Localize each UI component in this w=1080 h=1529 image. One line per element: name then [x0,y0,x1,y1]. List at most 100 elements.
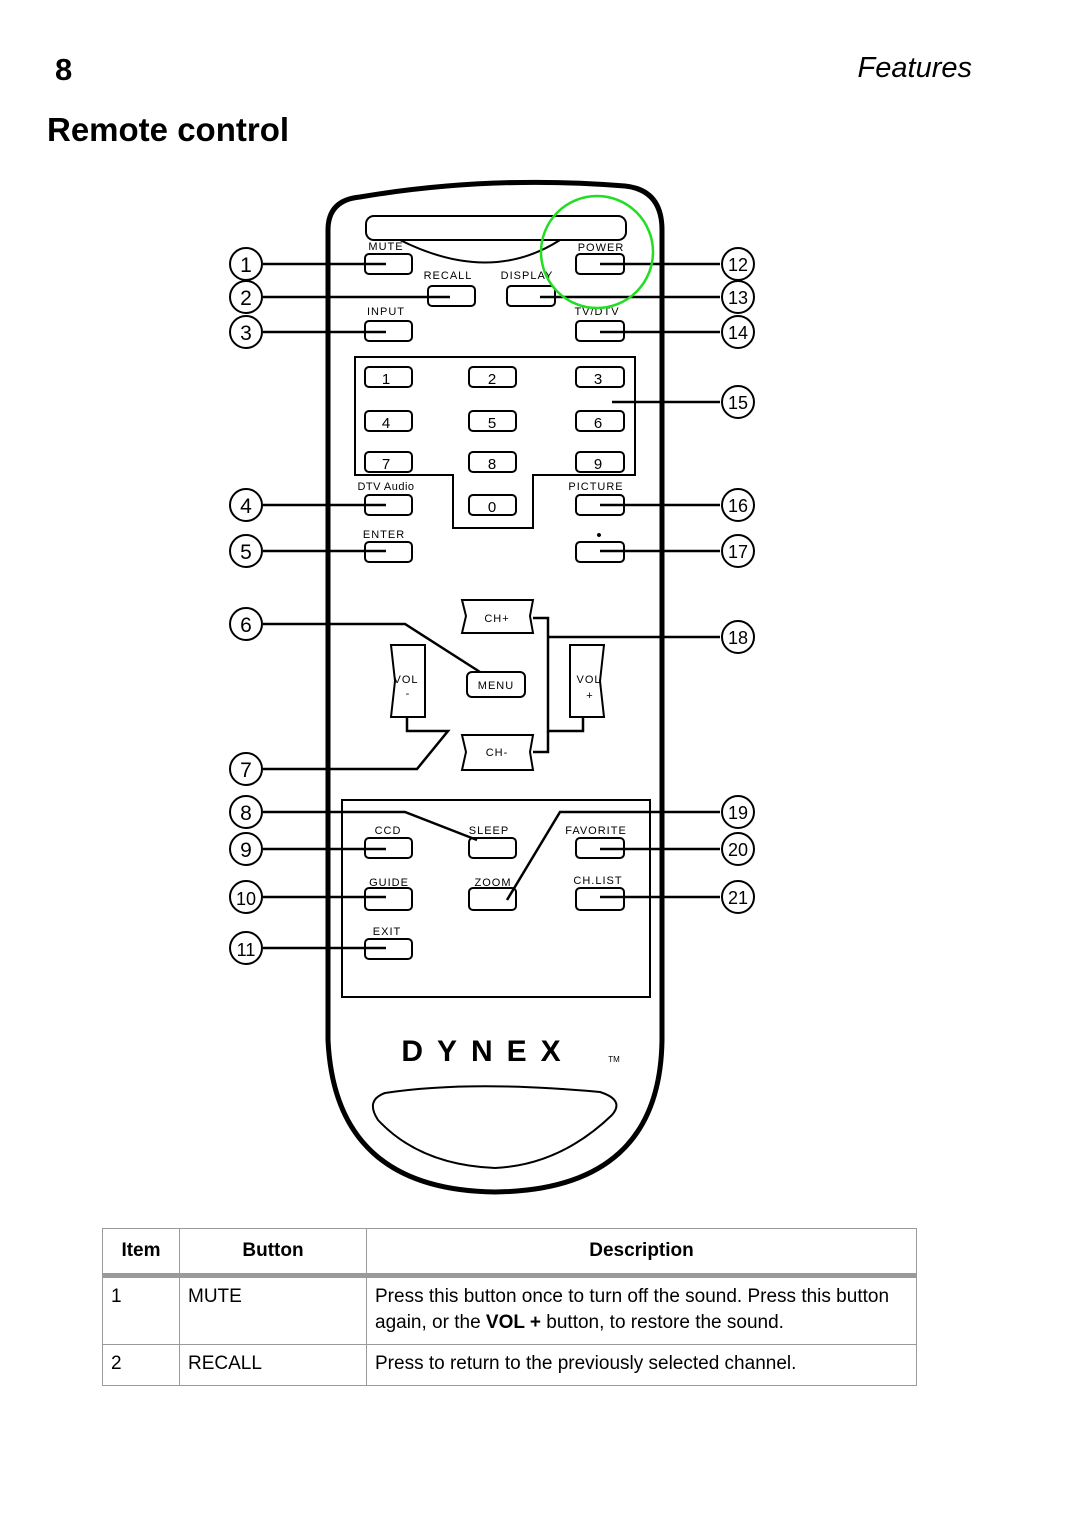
dot-label: • [596,527,601,544]
zoom-label: ZOOM [475,877,512,889]
callout-4: 4 [240,495,252,518]
column-header-button: Button [179,1228,367,1278]
callout-20: 20 [728,840,748,860]
column-header-item: Item [102,1228,180,1278]
digit-8-button[interactable] [468,451,517,473]
vol-plus-label: VOL [576,674,601,686]
digit-9-button[interactable] [575,451,625,473]
recall-label: RECALL [424,270,473,282]
callout-10: 10 [236,889,256,909]
menu-label: MENU [478,680,514,692]
callout-16: 16 [728,496,748,516]
digit-6-label: 6 [594,415,602,432]
ch-minus-label: CH- [486,747,509,759]
callout-5: 5 [240,541,252,564]
table-header-row: Item Button Description [102,1228,917,1278]
callout-9: 9 [240,839,252,862]
callout-11: 11 [237,940,256,960]
digit-4-button[interactable] [364,410,413,432]
zoom-button[interactable] [468,887,517,911]
callout-15: 15 [728,393,748,413]
item-cell: 2 [102,1344,180,1386]
keypad-frame [354,356,636,529]
guide-label: GUIDE [369,877,409,889]
ch-plus-button[interactable] [460,599,535,634]
favorite-label: FAVORITE [565,825,627,837]
description-text: Press this button once to turn off the s… [375,1286,890,1333]
ccd-label: CCD [375,825,402,837]
sleep-button[interactable] [468,837,517,859]
ch-list-label: CH.LIST [573,875,622,887]
callout-21: 21 [728,888,748,908]
ir-window [365,215,627,241]
tv-dtv-label: TV/DTV [574,306,619,318]
callout-12: 12 [728,255,748,275]
digit-3-button[interactable] [575,366,625,388]
display-label: DISPLAY [501,270,554,282]
button-description-table: Item Button Description 1 MUTE Press thi… [102,1228,917,1386]
bottom-panel [341,799,651,998]
digit-9-label: 9 [594,456,602,473]
enter-label: ENTER [363,529,405,541]
mute-label: MUTE [368,241,403,253]
digit-3-label: 3 [594,371,602,388]
vol-minus-label: VOL [393,674,418,686]
button-cell: RECALL [179,1344,367,1386]
remote-body [325,179,665,1195]
page-title: Remote control [47,111,290,148]
highlight-circle [539,194,655,310]
trademark-mark: TM [608,1055,620,1064]
callout-6: 6 [240,614,252,637]
vol-plus-button[interactable] [569,644,606,718]
power-label: POWER [578,242,625,254]
callout-3: 3 [240,322,252,345]
vol-plus-sign: + [586,690,593,702]
digit-7-button[interactable] [364,451,413,473]
callout-17: 17 [728,542,748,562]
description-bold: VOL + [485,1312,542,1333]
digit-0-button[interactable] [468,494,517,516]
remote-control-diagram: MUTE POWER RECALL DISPLAY INPUT TV/DTV 1… [229,179,755,1195]
vol-minus-sign: - [406,688,411,700]
digit-0-label: 0 [488,499,496,516]
section-title: Features [857,52,972,84]
ch-list-button[interactable] [575,887,625,911]
callout-13: 13 [728,288,748,308]
column-header-description: Description [366,1228,917,1278]
digit-5-button[interactable] [468,410,517,432]
picture-label: PICTURE [568,481,623,493]
description-cell: Press to return to the previously select… [366,1344,917,1386]
description-cell: Press this button once to turn off the s… [366,1275,917,1345]
description-text-end: button, to restore the sound. [541,1312,784,1333]
exit-label: EXIT [373,926,401,938]
digit-2-button[interactable] [468,366,517,388]
callout-19: 19 [728,803,748,823]
digit-7-label: 7 [382,456,390,473]
digit-2-label: 2 [488,371,496,388]
digit-5-label: 5 [488,415,496,432]
grip [371,1085,618,1170]
menu-button[interactable] [466,671,526,698]
input-label: INPUT [367,306,405,318]
sleep-label: SLEEP [469,825,509,837]
dtv-audio-label: DTV Audio [357,481,414,493]
button-cell: MUTE [179,1275,367,1345]
digit-1-label: 1 [382,371,390,388]
callout-14: 14 [728,323,748,343]
ch-minus-button[interactable] [460,734,535,771]
callout-7: 7 [240,759,252,782]
brand-logo: DYNEX [401,1035,574,1068]
item-cell: 1 [102,1275,180,1345]
digit-4-label: 4 [382,415,390,432]
table-row: 2 RECALL Press to return to the previous… [102,1344,917,1386]
description-text: Press to return to the previously select… [375,1353,797,1374]
table-row: 1 MUTE Press this button once to turn of… [102,1275,917,1345]
guide-button[interactable] [364,887,413,911]
callout-2: 2 [240,287,252,310]
callout-1: 1 [240,254,252,277]
callout-18: 18 [728,628,748,648]
page-number: 8 [55,52,73,87]
ch-plus-label: CH+ [484,613,509,625]
digit-1-button[interactable] [364,366,413,388]
digit-6-button[interactable] [575,410,625,432]
